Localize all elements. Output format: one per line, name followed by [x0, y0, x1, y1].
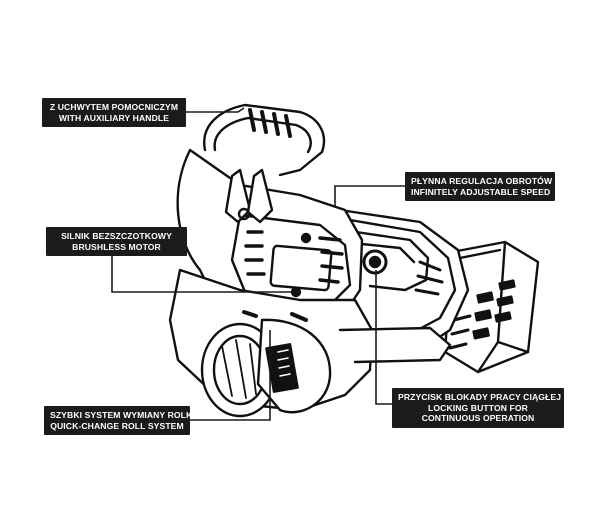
lock-button [362, 249, 388, 275]
battery-pack [443, 240, 540, 374]
callout-brushless-motor: SILNIK BEZSZCZOTKOWY BRUSHLESS MOTOR [46, 227, 187, 256]
callout-locking-button-en1: LOCKING BUTTON FOR [428, 402, 528, 413]
callout-roll-system: SZYBKI SYSTEM WYMIANY ROLKI QUICK-CHANGE… [44, 406, 195, 435]
callout-roll-system-pl: SZYBKI SYSTEM WYMIANY ROLKI [50, 410, 195, 420]
roll-assembly [168, 268, 452, 418]
callout-roll-system-en: QUICK-CHANGE ROLL SYSTEM [50, 420, 184, 431]
callout-brushless-motor-en: BRUSHLESS MOTOR [72, 241, 161, 252]
callout-locking-button: PRZYCISK BLOKADY PRACY CIĄGŁEJ LOCKING B… [392, 388, 564, 428]
callout-auxiliary-handle-en: WITH AUXILIARY HANDLE [58, 112, 170, 123]
callout-auxiliary-handle: Z UCHWYTEM POMOCNICZYM WITH AUXILIARY HA… [42, 98, 186, 127]
rear-grip [338, 208, 470, 358]
callout-brushless-motor-pl: SILNIK BEZSZCZOTKOWY [61, 231, 172, 241]
callout-auxiliary-handle-pl: Z UCHWYTEM POMOCNICZYM [49, 102, 179, 112]
auxiliary-handle [203, 103, 326, 224]
callout-adjustable-speed: PŁYNNA REGULACJA OBROTÓW INFINITELY ADJU… [405, 172, 555, 201]
callout-adjustable-speed-pl: PŁYNNA REGULACJA OBROTÓW [411, 176, 553, 186]
callout-locking-button-en2: CONTINUOUS OPERATION [421, 413, 535, 423]
callout-locking-button-pl: PRZYCISK BLOKADY PRACY CIĄGŁEJ [398, 392, 562, 402]
callout-adjustable-speed-en: INFINITELY ADJUSTABLE SPEED [411, 186, 551, 197]
